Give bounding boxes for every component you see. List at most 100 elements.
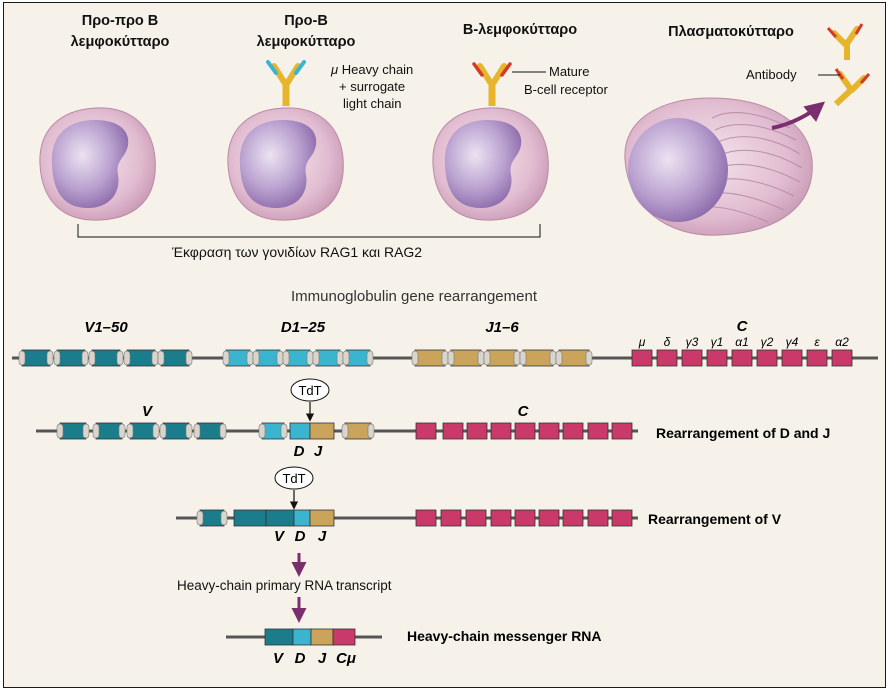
pro-pro-b-title: Προ-προ Β λεμφοκύτταρο: [50, 11, 190, 53]
gene-tracks: [12, 349, 878, 646]
v-gene-segment: [59, 422, 87, 440]
c-gene-segment: [806, 349, 828, 367]
intron-cap: [549, 350, 557, 366]
mature-label-2: B-cell receptor: [524, 82, 608, 97]
b-cell-title: Β-λεμφοκύτταρο: [462, 22, 578, 38]
intron-cap: [447, 350, 455, 366]
rearranged-j-segment: [309, 422, 335, 440]
intron-cap: [219, 423, 227, 439]
j-gene-segment: [522, 349, 554, 367]
intron-cap: [513, 350, 521, 366]
intron-cap: [157, 350, 165, 366]
c-gene-segment: [538, 422, 560, 440]
step1-v-label: V: [142, 403, 154, 420]
c-gene-segment: [466, 422, 488, 440]
intron-cap: [123, 350, 131, 366]
c-gene-segment: [681, 349, 703, 367]
c-gene-segment: [415, 422, 437, 440]
d-gene-segment: [225, 349, 251, 367]
c-gene-segment: [562, 509, 584, 527]
tdt-label-1: TdT: [298, 383, 321, 398]
v-gene-segment: [196, 422, 224, 440]
intron-cap: [366, 350, 374, 366]
plasma-cell-title: Πλασματοκύτταρο: [668, 24, 794, 40]
intron-cap: [282, 350, 290, 366]
c-gene-segment: [781, 349, 803, 367]
mrna-c-segment: [332, 628, 356, 646]
c-gene-segment: [465, 509, 487, 527]
tdt-label-2: TdT: [282, 471, 305, 486]
c-gene-segment: [631, 349, 653, 367]
step1-c-label: C: [518, 403, 530, 420]
pro-pro-b-title-line1: Προ-προ Β: [81, 13, 159, 29]
c-segment-label: ε: [814, 335, 820, 349]
intron-cap: [411, 350, 419, 366]
c-gene-segment: [440, 509, 462, 527]
intron-cap: [88, 350, 96, 366]
intron-cap: [185, 350, 193, 366]
pro-b-title-line1: Προ-Β: [284, 13, 328, 29]
d-gene-segment: [315, 349, 341, 367]
pro-b-cell: [227, 107, 344, 221]
intron-cap: [118, 423, 126, 439]
mature-receptor-icon: [472, 62, 512, 106]
mrna-d-segment: [292, 628, 312, 646]
j-gene-segment: [414, 349, 446, 367]
v-gene-segment: [162, 422, 190, 440]
mrna-v-segment: [264, 628, 294, 646]
germline-j-label: J1–6: [485, 319, 519, 336]
v-gene-segment: [233, 509, 267, 527]
d-gene-segment: [285, 349, 311, 367]
b-cell: [432, 107, 549, 221]
heavy-chain-text: Heavy chain: [341, 62, 414, 77]
mu-symbol: μ: [331, 62, 339, 77]
secretion-arrow: [771, 101, 826, 130]
plasma-cell: [624, 97, 813, 236]
rag-expression-label: Έκφραση των γονιδίων RAG1 και RAG2: [172, 244, 423, 260]
rearranged-d-segment: [293, 509, 311, 527]
step2-j-label: J: [318, 528, 327, 545]
mrna-d-label: D: [295, 650, 306, 667]
v-gene-segment: [126, 349, 156, 367]
intron-cap: [477, 350, 485, 366]
intron-cap: [46, 350, 54, 366]
germline-v-label: V1–50: [84, 319, 128, 336]
c-gene-segment: [562, 422, 584, 440]
mrna-j-segment: [310, 628, 334, 646]
pro-b-title: Προ-Β λεμφοκύτταρο: [236, 11, 376, 53]
step2-v-label: V: [274, 528, 286, 545]
antibody-label: Antibody: [746, 67, 797, 82]
c-gene-segment: [731, 349, 753, 367]
v-gene-segment: [95, 422, 123, 440]
c-gene-segment: [490, 422, 512, 440]
intron-cap: [367, 423, 375, 439]
c-gene-segment: [611, 509, 633, 527]
rearranged-j-segment: [309, 509, 335, 527]
c-segment-label: γ4: [786, 335, 799, 349]
c-gene-segment: [538, 509, 560, 527]
c-segment-label: α1: [735, 335, 749, 349]
c-gene-segment: [656, 349, 678, 367]
j-gene-segment: [344, 422, 372, 440]
c-gene-segment: [514, 422, 536, 440]
c-gene-segment: [415, 509, 437, 527]
intron-cap: [306, 350, 314, 366]
c-segment-label: δ: [664, 335, 671, 349]
intron-cap: [312, 350, 320, 366]
intron-cap: [220, 510, 228, 526]
intron-cap: [56, 423, 64, 439]
pro-b-receptor-icon: [266, 60, 306, 106]
c-gene-segment: [611, 422, 633, 440]
d-gene-segment: [255, 349, 281, 367]
intron-cap: [336, 350, 344, 366]
intron-cap: [585, 350, 593, 366]
mrna-c-label: Cμ: [336, 650, 356, 667]
primary-transcript-label: Heavy-chain primary RNA transcript: [177, 578, 392, 593]
c-segment-label: γ3: [686, 335, 699, 349]
mrna-j-label: J: [318, 650, 327, 667]
intron-cap: [18, 350, 26, 366]
c-gene-segment: [706, 349, 728, 367]
mrna-label: Heavy-chain messenger RNA: [407, 628, 602, 644]
j-gene-segment: [558, 349, 590, 367]
c-gene-segment: [490, 509, 512, 527]
